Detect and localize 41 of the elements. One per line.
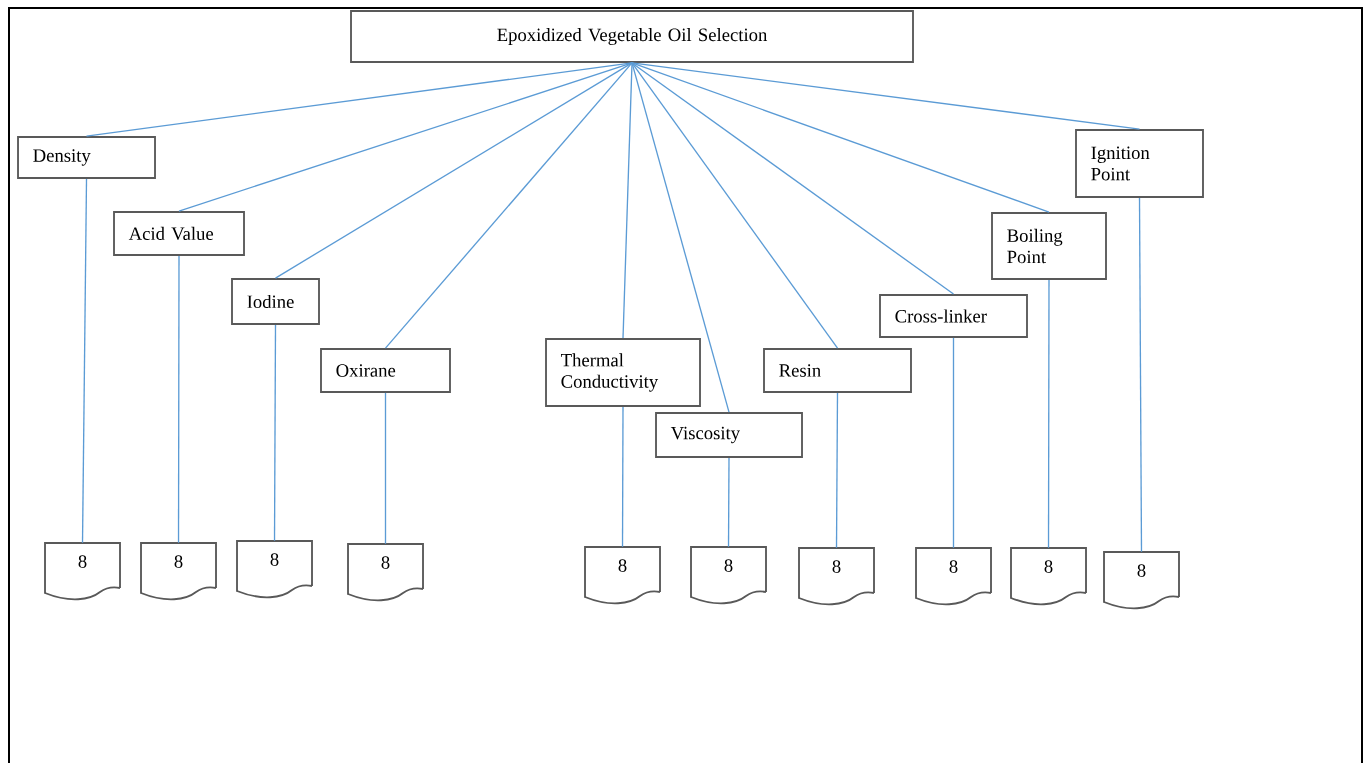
property-box: Ignition Point (1075, 129, 1204, 198)
property-box: Cross-linker (879, 294, 1028, 338)
title-box: Epoxidized Vegetable Oil Selection (350, 10, 914, 63)
property-box: Resin (763, 348, 912, 393)
document-shape: 8 (690, 546, 767, 605)
document-shape: 8 (1103, 551, 1180, 610)
property-box: Iodine (231, 278, 320, 325)
document-shape: 8 (347, 543, 424, 602)
document-shape: 8 (584, 546, 661, 605)
connector-line (631, 62, 1050, 213)
connector-line (273, 324, 277, 542)
connector-line (952, 337, 955, 549)
connector-line (727, 457, 730, 548)
property-box: Density (17, 136, 156, 179)
connector-line (384, 392, 387, 545)
connector-line (274, 62, 633, 279)
connector-line (178, 62, 633, 212)
property-box: Boiling Point (991, 212, 1107, 280)
property-box: Acid Value (113, 211, 245, 256)
connector-line (621, 406, 624, 548)
property-box: Oxirane (320, 348, 451, 393)
connector-line (384, 62, 633, 349)
connector-line (631, 62, 839, 349)
connector-line (631, 62, 1141, 130)
connector-line (622, 62, 633, 339)
connector-line (631, 62, 730, 413)
document-shape: 8 (798, 547, 875, 606)
document-shape: 8 (1010, 547, 1087, 606)
connector-line (85, 62, 633, 137)
document-shape: 8 (44, 542, 121, 601)
connector-line (835, 392, 839, 549)
document-shape: 8 (236, 540, 313, 599)
connector-line (81, 178, 88, 544)
connector-line (1047, 279, 1050, 549)
document-shape: 8 (140, 542, 217, 601)
document-shape: 8 (915, 547, 992, 606)
connector-line (631, 62, 955, 295)
property-box: Viscosity (655, 412, 803, 458)
connector-line (177, 255, 180, 544)
connector-line (1138, 197, 1143, 553)
property-box: Thermal Conductivity (545, 338, 701, 407)
